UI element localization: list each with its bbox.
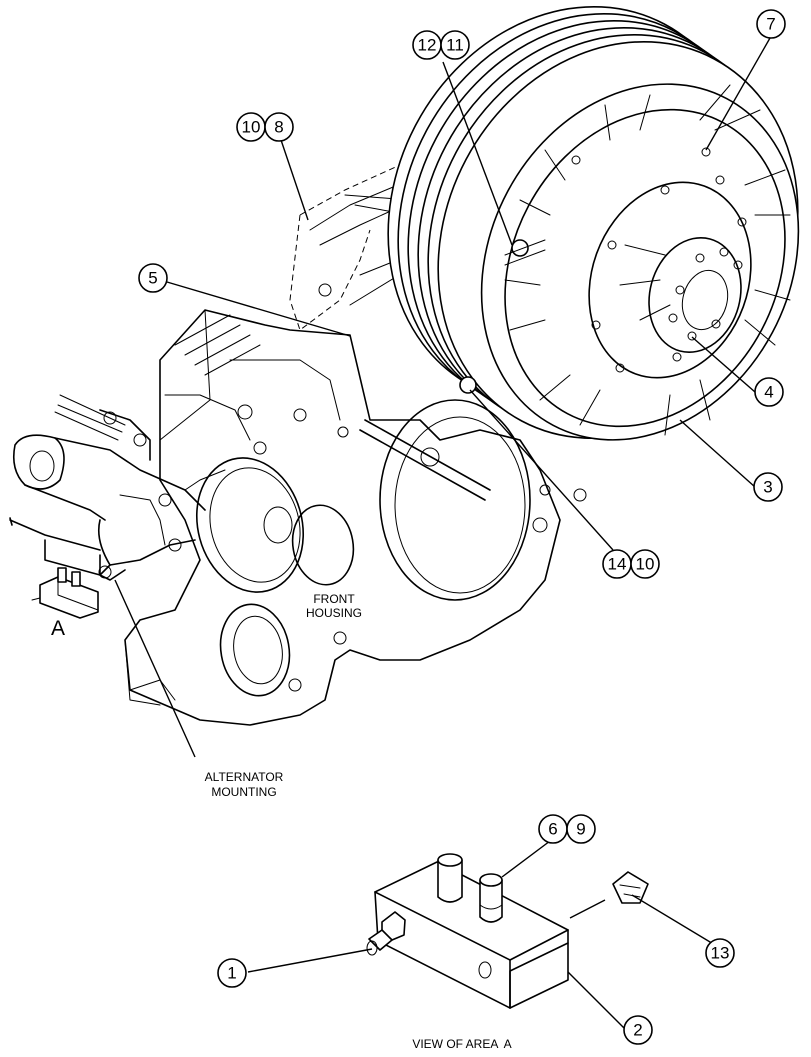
svg-text:9: 9 (576, 820, 585, 839)
alternator-bracket-drawing (9, 394, 226, 581)
svg-text:13: 13 (711, 944, 730, 963)
alternator-label-line2: MOUNTING (211, 785, 276, 799)
svg-text:12: 12 (418, 36, 437, 55)
callout-11: 11 (440, 30, 470, 60)
callout-8: 8 (264, 112, 294, 142)
pulley-drawing (387, 6, 800, 441)
callout-5: 5 (138, 263, 168, 293)
svg-text:2: 2 (633, 1021, 642, 1040)
callout-4: 4 (754, 377, 784, 407)
svg-text:14: 14 (608, 555, 627, 574)
svg-text:11: 11 (446, 36, 464, 55)
callout-7: 7 (756, 9, 786, 39)
alternator-label-line1: ALTERNATOR (205, 770, 284, 784)
svg-text:5: 5 (148, 269, 157, 288)
svg-text:10: 10 (636, 555, 655, 574)
area-a-small-block (31, 567, 99, 619)
svg-text:6: 6 (548, 820, 557, 839)
callout-6: 6 (538, 814, 568, 844)
callout-10-top: 10 (236, 112, 266, 142)
svg-text:3: 3 (763, 478, 772, 497)
area-a-detail-drawing (247, 834, 721, 1030)
svg-text:8: 8 (274, 118, 283, 137)
callout-14: 14 (602, 549, 632, 579)
view-of-area-a-caption: VIEW OF AREA A (412, 1037, 511, 1051)
callout-10-lower: 10 (630, 549, 660, 579)
svg-text:10: 10 (242, 118, 261, 137)
callout-1: 1 (217, 958, 247, 988)
svg-text:7: 7 (766, 15, 775, 34)
callout-3: 3 (753, 472, 783, 502)
callout-9: 9 (566, 814, 596, 844)
area-a-marker: A (51, 617, 65, 640)
leader-lines (114, 37, 771, 758)
front-housing-label-line2: HOUSING (306, 606, 362, 620)
callout-13: 13 (705, 938, 735, 968)
svg-text:4: 4 (764, 383, 773, 402)
callout-12: 12 (412, 30, 442, 60)
svg-text:1: 1 (227, 964, 236, 983)
hub-bolts (571, 147, 747, 373)
callout-2: 2 (623, 1015, 653, 1045)
front-housing-label-line1: FRONT (313, 592, 355, 606)
